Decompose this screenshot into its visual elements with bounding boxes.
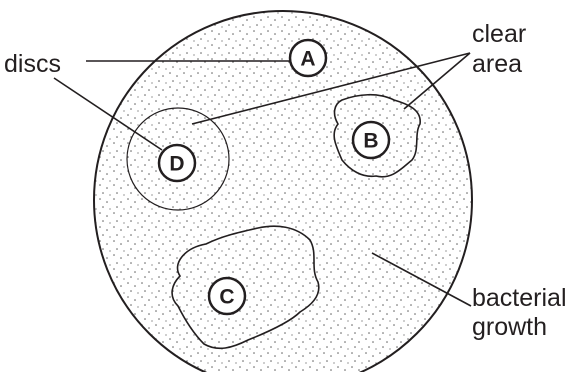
disc-d-letter: D <box>169 153 184 176</box>
disc-a-letter: A <box>300 48 315 71</box>
petri-dish <box>94 11 472 372</box>
label-discs: discs <box>4 50 61 78</box>
disc-b: B <box>353 122 389 158</box>
disc-d: D <box>159 145 195 181</box>
disc-c-letter: C <box>219 286 234 309</box>
label-growth: growth <box>472 313 547 341</box>
label-clear: clear <box>472 20 526 48</box>
label-bacterial: bacterial <box>472 284 567 312</box>
disc-a: A <box>290 40 326 76</box>
disc-b-letter: B <box>363 130 378 153</box>
label-area: area <box>472 50 522 78</box>
disc-c: C <box>209 278 245 314</box>
